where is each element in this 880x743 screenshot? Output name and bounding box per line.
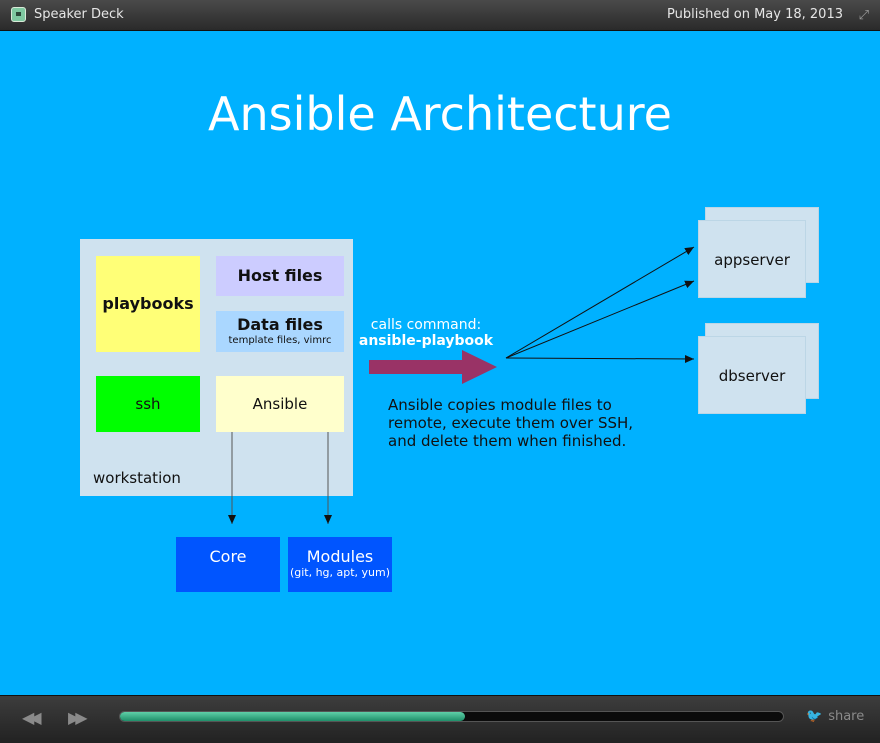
data-files-subtitle: template files, vimrc bbox=[228, 335, 332, 346]
fast-forward-icon[interactable]: ▶▶ bbox=[68, 708, 87, 727]
data-files-box: Data files template files, vimrc bbox=[216, 311, 344, 352]
fanout-arrow bbox=[505, 354, 695, 363]
host-files-box: Host files bbox=[216, 256, 344, 296]
share-button[interactable]: 🐦 share bbox=[806, 709, 864, 724]
command-name: ansible-playbook bbox=[358, 333, 494, 349]
diagram-connectors bbox=[228, 246, 695, 524]
ansible-box: Ansible bbox=[216, 376, 344, 432]
brand-link[interactable]: Speaker Deck bbox=[34, 7, 124, 22]
workstation-label: workstation bbox=[93, 469, 181, 487]
speakerdeck-logo-icon[interactable] bbox=[11, 7, 26, 22]
top-bar: Speaker Deck Published on May 18, 2013 ⤢ bbox=[0, 0, 880, 31]
description-line: remote, execute them over SSH, bbox=[388, 414, 634, 432]
modules-box: Modules (git, hg, apt, yum) bbox=[288, 537, 392, 592]
modules-title: Modules bbox=[306, 547, 374, 566]
rewind-icon[interactable]: ◀◀ bbox=[22, 708, 41, 727]
progress-bar[interactable] bbox=[119, 711, 784, 722]
progress-fill bbox=[120, 712, 465, 721]
playbooks-box: playbooks bbox=[96, 256, 200, 352]
fanout-arrow bbox=[505, 246, 695, 359]
appserver-label: appserver bbox=[698, 220, 806, 298]
modules-subtitle: (git, hg, apt, yum) bbox=[289, 566, 391, 579]
slide: Ansible Architecture playbooks Host file… bbox=[0, 31, 880, 695]
description-line: Ansible copies module files to bbox=[388, 396, 612, 414]
share-label: share bbox=[828, 709, 865, 724]
core-box: Core bbox=[176, 537, 280, 592]
description-text: Ansible copies module files to remote, e… bbox=[388, 396, 658, 450]
workstation-box: playbooks Host files Data files template… bbox=[80, 239, 353, 496]
ssh-box: ssh bbox=[96, 376, 200, 432]
fanout-arrow bbox=[505, 280, 695, 359]
description-line: and delete them when finished. bbox=[388, 432, 627, 450]
calls-command-arrow bbox=[369, 350, 497, 384]
slide-title: Ansible Architecture bbox=[208, 87, 672, 141]
fullscreen-icon[interactable]: ⤢ bbox=[858, 8, 869, 23]
data-files-title: Data files bbox=[237, 315, 323, 334]
twitter-bird-icon: 🐦 bbox=[806, 709, 823, 724]
calls-command-label: calls command: ansible-playbook bbox=[346, 317, 506, 349]
bottom-bar: ◀◀ ▶▶ 🐦 share bbox=[0, 695, 880, 743]
published-date: Published on May 18, 2013 bbox=[667, 7, 843, 22]
dbserver-label: dbserver bbox=[698, 336, 806, 414]
calls-command-text: calls command: bbox=[370, 317, 482, 333]
